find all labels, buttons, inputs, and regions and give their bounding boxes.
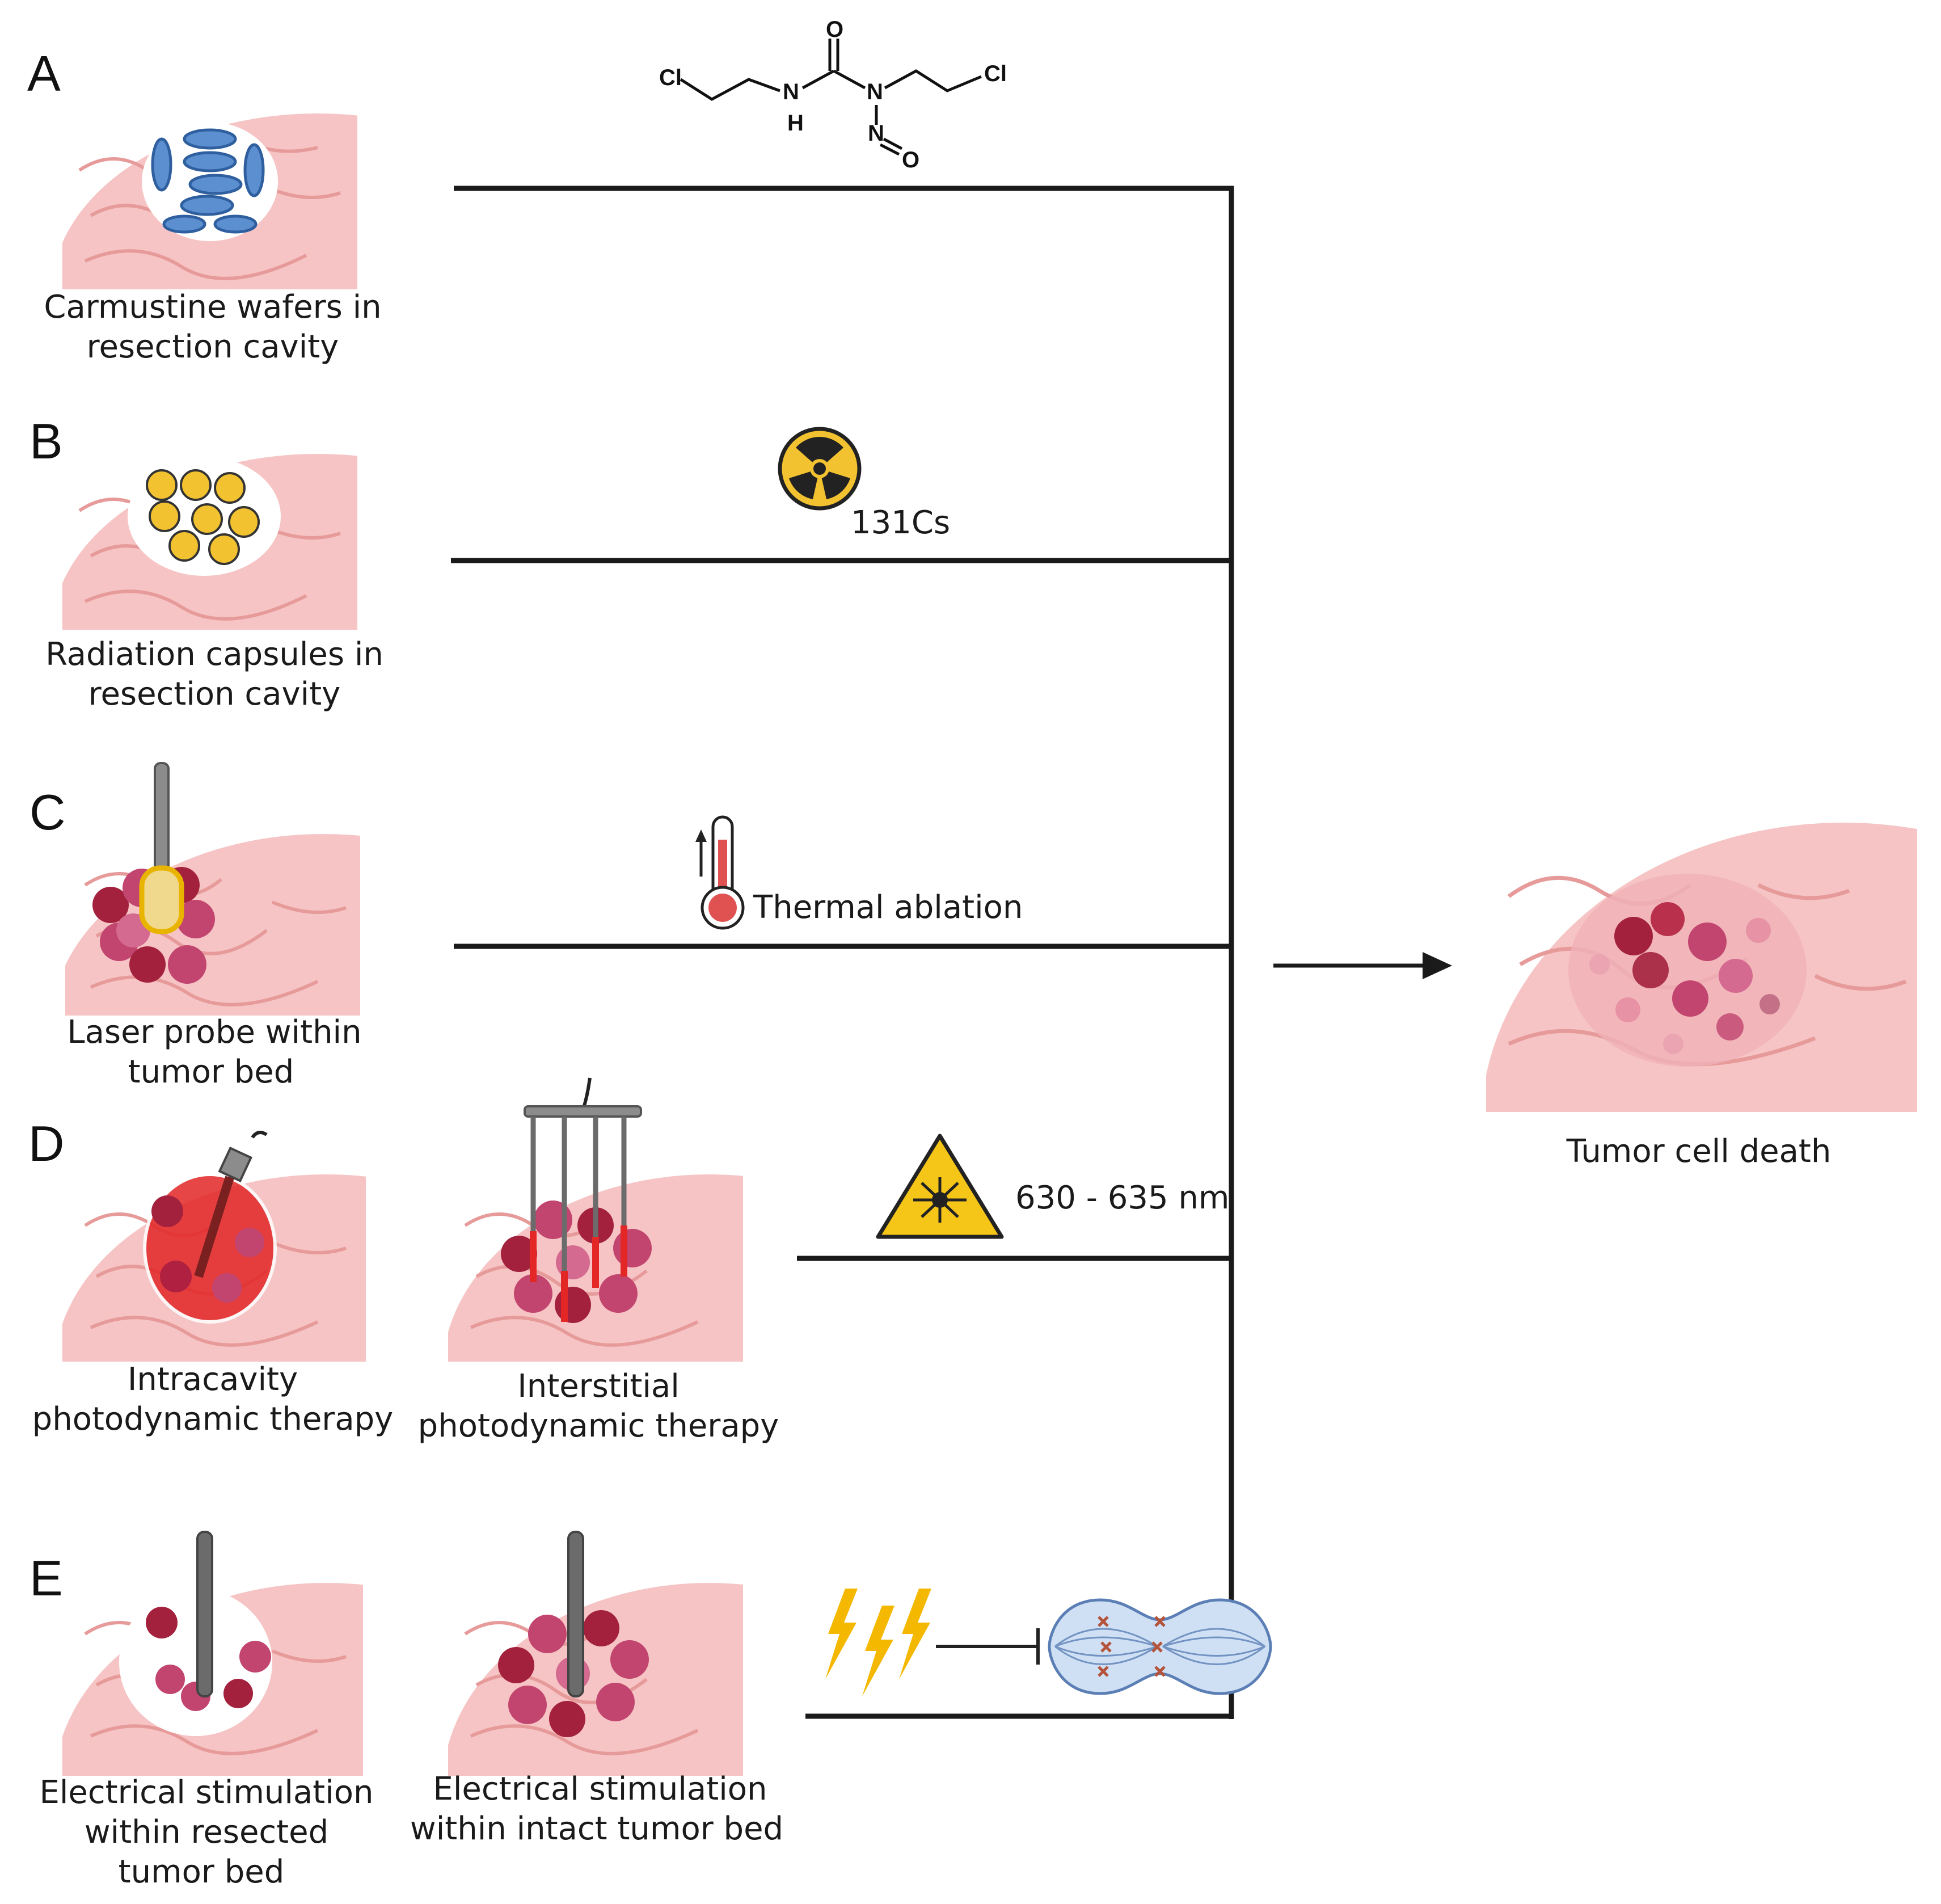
interstitial-fiber-array-icon [524, 1077, 642, 1322]
svg-text:O: O [826, 17, 843, 42]
panel-letter-e: E [29, 1550, 63, 1606]
radiation-trefoil-icon [778, 427, 862, 511]
svg-text:Cl: Cl [984, 61, 1007, 86]
caption-d-left-line2: photodynamic therapy [32, 1401, 394, 1438]
caption-a-line1: Carmustine wafers in [44, 289, 381, 326]
mechanism-label: Thermal ablation [753, 889, 1023, 926]
brain-illustration-e-right [448, 1583, 743, 1776]
caption-c-line1: Laser probe within [67, 1014, 361, 1051]
svg-text:O: O [902, 148, 919, 172]
caption-a-line2: resection cavity [87, 328, 339, 365]
arrow-head-icon [1423, 952, 1452, 979]
caption-e-left-line2: within resected [85, 1814, 328, 1851]
carmustine-wafer-icon [151, 128, 265, 234]
svg-text:N: N [868, 121, 884, 146]
caption-e-right-line1: Electrical stimulation [433, 1771, 767, 1808]
caption-e-left-line3: tumor bed [119, 1854, 285, 1890]
outcome-caption: Tumor cell death [1566, 1133, 1832, 1170]
svg-text:N: N [867, 79, 883, 104]
radiation-capsule-icon [146, 469, 260, 565]
brain-illustration-d-left [62, 1173, 366, 1362]
caption-d-right-line1: Interstitial [517, 1368, 680, 1405]
svg-text:H: H [787, 111, 804, 136]
svg-text:N: N [783, 79, 799, 104]
electrode-icon-right [567, 1531, 584, 1697]
isotope-label: 131Cs [851, 504, 950, 541]
caption-d-left-line1: Intracavity [128, 1361, 298, 1398]
connector-lines [451, 186, 1234, 1719]
caption-c-line2: tumor bed [128, 1054, 294, 1090]
wavelength-label: 630 - 635 nm [1015, 1180, 1229, 1216]
electrode-icon [196, 1531, 213, 1697]
laser-warning-icon [876, 1134, 1004, 1239]
thermometer-icon [695, 815, 745, 930]
panel-letter-a: A [27, 45, 61, 102]
panel-letter-b: B [29, 413, 63, 469]
caption-b-line1: Radiation capsules in [45, 636, 383, 673]
caption-e-right-line2: within intact tumor bed [410, 1810, 783, 1847]
brain-illustration-outcome [1486, 823, 1917, 1112]
carmustine-structure-icon: Cl N H O N N O Cl [659, 17, 1007, 172]
panel-letter-d: D [28, 1115, 65, 1172]
brain-illustration-b [62, 454, 357, 630]
dividing-cell-icon [1048, 1598, 1272, 1695]
caption-b-line2: resection cavity [88, 676, 341, 713]
panel-letter-c: C [29, 784, 66, 840]
fiber-probe-icon [194, 1131, 268, 1278]
lightning-bolt-icon [825, 1589, 931, 1696]
laser-probe-icon [139, 762, 184, 934]
dying-tumor-cells [1589, 902, 1780, 1054]
brain-illustration-a [62, 113, 357, 289]
caption-d-right-line2: photodynamic therapy [418, 1408, 779, 1444]
outcome-arrow [1273, 952, 1452, 979]
caption-e-left-line1: Electrical stimulation [39, 1774, 373, 1811]
svg-text:Cl: Cl [659, 65, 682, 90]
inhibition-icon [936, 1628, 1040, 1665]
